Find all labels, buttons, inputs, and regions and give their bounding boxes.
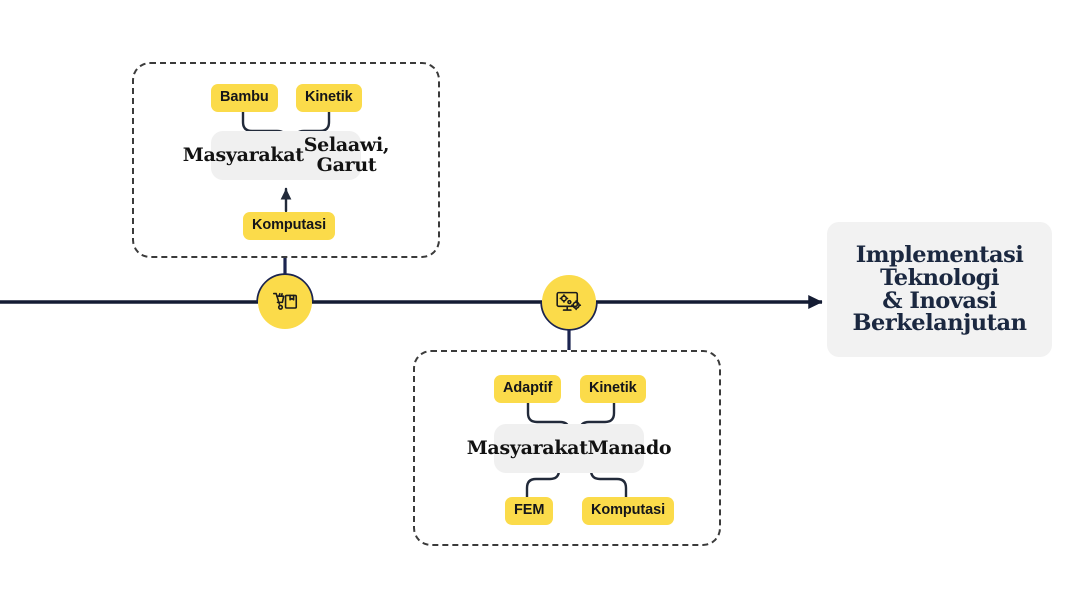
tag-kinetik-group-2[interactable]: Kinetik [580,375,646,403]
group-box-selaawi [132,62,440,258]
node-masyarakat-selaawi-garut: Masyarakat Selaawi, Garut [183,131,390,180]
node-label-line-2: Manado [587,436,672,459]
tag-fem[interactable]: FEM [505,497,554,525]
delivery-cart-box-icon [270,287,300,317]
outcome-title: Implementasi Teknologi & Inovasi Berkela… [852,241,1027,337]
outcome-panel: Implementasi Teknologi & Inovasi Berkela… [827,222,1052,357]
tag-adaptif[interactable]: Adaptif [494,375,562,403]
outcome-line-2: Teknologi [880,264,999,291]
node-masyarakat-manado: Masyarakat Manado [467,424,672,473]
tag-komputasi-group-2[interactable]: Komputasi [582,497,675,525]
node-label-line-1: Masyarakat [182,143,304,166]
node-label-line-1: Masyarakat [466,436,588,459]
tag-bambu[interactable]: Bambu [211,84,278,112]
outcome-line-3: & Inovasi [882,287,997,314]
tag-kinetik-group-1[interactable]: Kinetik [296,84,362,112]
outcome-line-4: Berkelanjutan [852,310,1027,337]
monitor-gears-icon [554,287,584,317]
tag-komputasi-group-1[interactable]: Komputasi [243,212,336,240]
node-label-line-2: Selaawi, Garut [303,134,390,176]
group-box-manado [413,350,721,546]
milestone-marker-2[interactable] [542,275,596,329]
outcome-line-1: Implementasi [855,241,1024,268]
milestone-marker-1[interactable] [258,275,312,329]
